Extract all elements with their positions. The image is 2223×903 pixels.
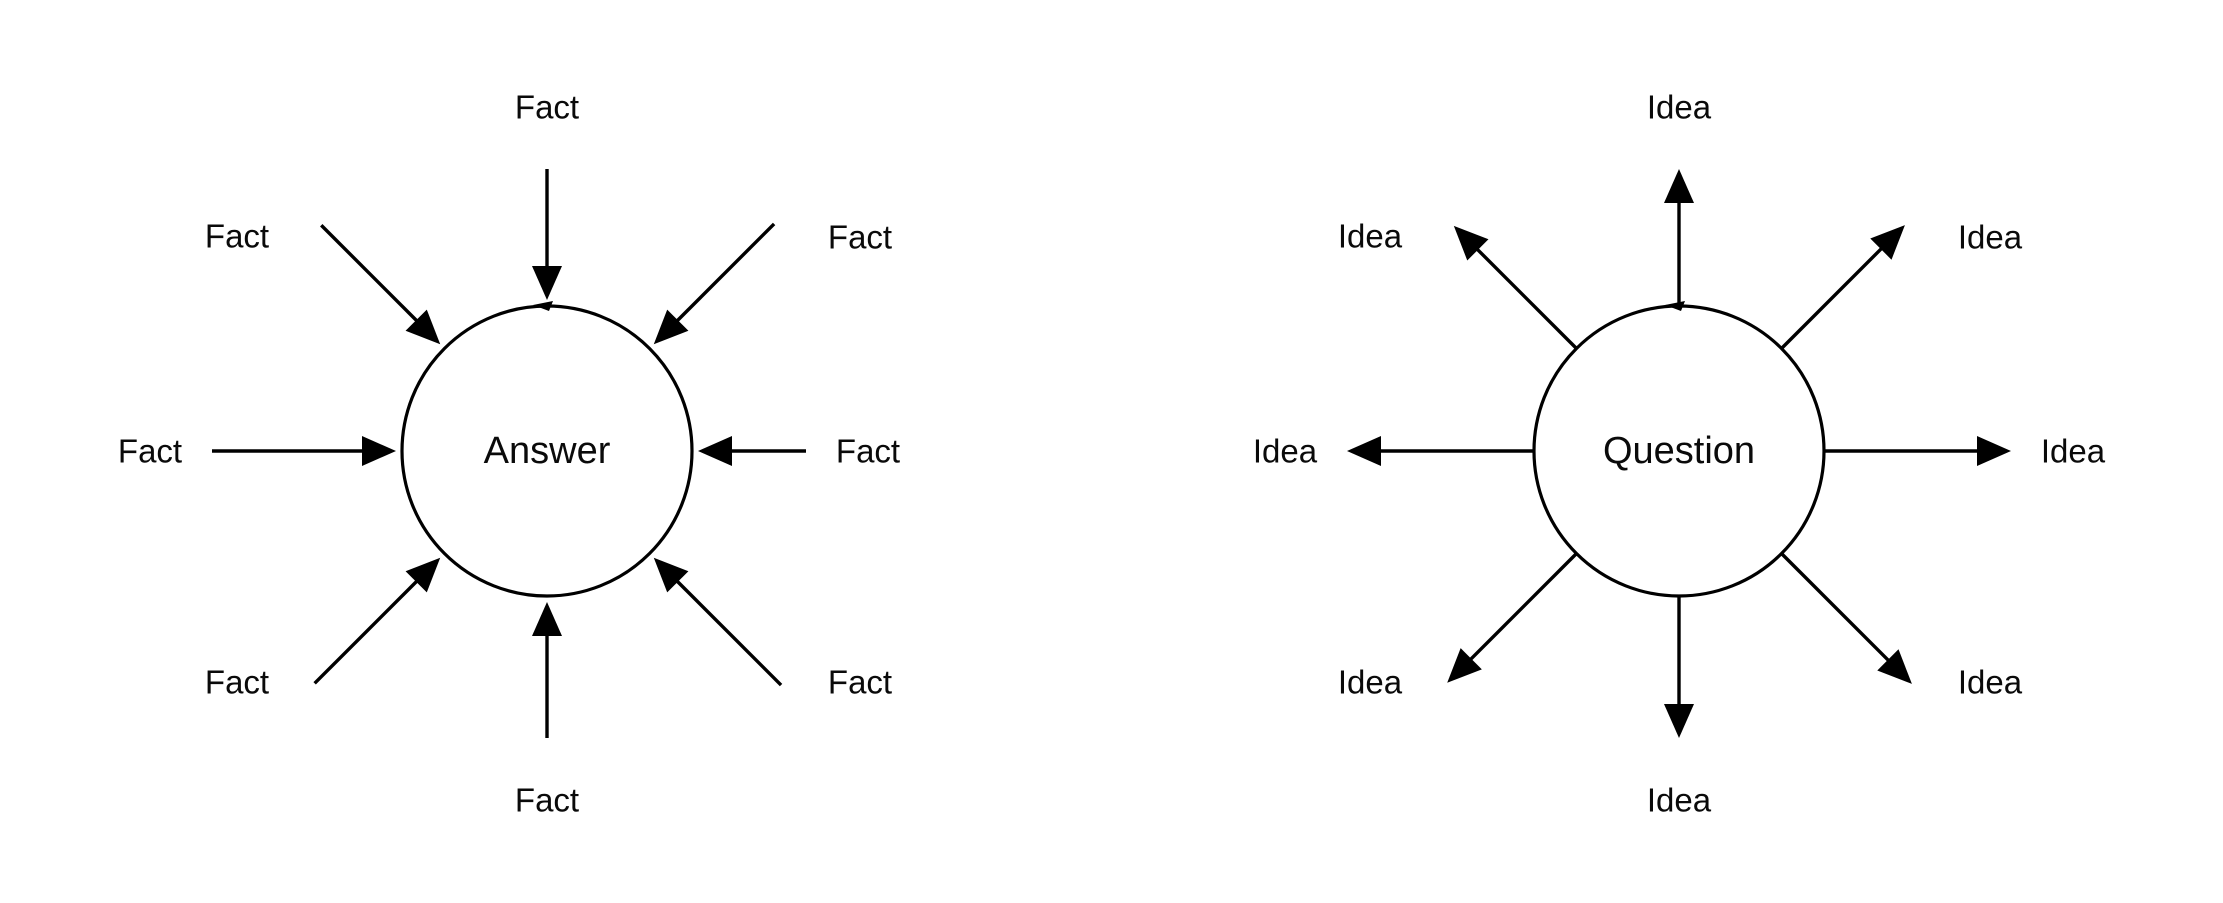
spoke-label-convergent-5: Fact xyxy=(205,664,269,701)
arrow-head-outward xyxy=(1664,169,1694,203)
spoke-divergent-2[interactable] xyxy=(1825,436,2011,466)
spoke-convergent-3[interactable] xyxy=(653,557,783,687)
spoke-label-divergent-2: Idea xyxy=(2041,433,2106,470)
arrow-head-inward xyxy=(532,266,562,300)
node-label-divergent: Question xyxy=(1603,430,1755,472)
arrow-head-outward xyxy=(1870,225,1905,260)
spoke-shaft xyxy=(672,576,783,687)
arrow-head-outward xyxy=(1664,704,1694,738)
spoke-convergent-6[interactable] xyxy=(212,436,396,466)
spoke-label-convergent-7: Fact xyxy=(205,218,269,255)
spoke-label-convergent-6: Fact xyxy=(118,433,182,470)
spoke-convergent-0[interactable] xyxy=(532,169,562,300)
spoke-convergent-5[interactable] xyxy=(313,557,441,685)
arrow-head-outward xyxy=(1447,648,1482,683)
spoke-divergent-0[interactable] xyxy=(1664,169,1694,305)
arrow-head-outward xyxy=(1977,436,2011,466)
spoke-divergent-6[interactable] xyxy=(1347,436,1533,466)
spoke-convergent-7[interactable] xyxy=(320,224,441,345)
spoke-shaft xyxy=(1472,244,1577,349)
spoke-label-convergent-3: Fact xyxy=(828,664,892,701)
spoke-divergent-7[interactable] xyxy=(1453,225,1577,349)
spoke-label-convergent-0: Fact xyxy=(515,89,579,126)
spoke-label-divergent-0: Idea xyxy=(1647,89,1712,126)
spoke-label-divergent-7: Idea xyxy=(1338,218,1403,255)
arrow-head-outward xyxy=(1877,649,1912,684)
spoke-shaft xyxy=(672,222,776,326)
render-root: FactFactFactFactFactFactFactFactAnswerId… xyxy=(118,89,2106,819)
spoke-shaft xyxy=(320,224,422,326)
spoke-divergent-3[interactable] xyxy=(1781,553,1912,684)
spoke-shaft xyxy=(1781,243,1887,349)
arrow-head-inward xyxy=(653,309,689,345)
spoke-label-divergent-3: Idea xyxy=(1958,664,2023,701)
spoke-label-convergent-1: Fact xyxy=(828,219,892,256)
arrow-head-inward xyxy=(532,602,562,636)
spoke-convergent-2[interactable] xyxy=(698,436,806,466)
arrow-head-outward xyxy=(1453,225,1489,261)
node-label-convergent: Answer xyxy=(484,430,611,472)
spoke-label-convergent-2: Fact xyxy=(836,433,900,470)
spoke-convergent-1[interactable] xyxy=(653,222,776,345)
arrow-head-inward xyxy=(405,557,441,593)
spoke-label-divergent-1: Idea xyxy=(1958,219,2023,256)
arrow-head-inward xyxy=(698,436,732,466)
spoke-shaft xyxy=(313,576,422,685)
spoke-convergent-4[interactable] xyxy=(532,602,562,738)
rim-notch-convergent xyxy=(533,301,553,311)
spoke-shaft xyxy=(1781,553,1894,666)
spoke-label-divergent-5: Idea xyxy=(1338,664,1403,701)
arrow-head-inward xyxy=(362,436,396,466)
spoke-divergent-4[interactable] xyxy=(1664,597,1694,738)
spoke-label-divergent-4: Idea xyxy=(1647,782,1712,819)
spoke-divergent-5[interactable] xyxy=(1447,553,1577,683)
spoke-divergent-1[interactable] xyxy=(1781,225,1905,349)
rim-notch-divergent xyxy=(1665,301,1685,311)
spoke-label-convergent-4: Fact xyxy=(515,782,579,819)
arrow-head-outward xyxy=(1347,436,1381,466)
arrow-head-inward xyxy=(653,557,689,593)
spoke-label-divergent-6: Idea xyxy=(1253,433,1318,470)
spoke-shaft xyxy=(1465,553,1577,665)
arrow-head-inward xyxy=(405,309,441,345)
